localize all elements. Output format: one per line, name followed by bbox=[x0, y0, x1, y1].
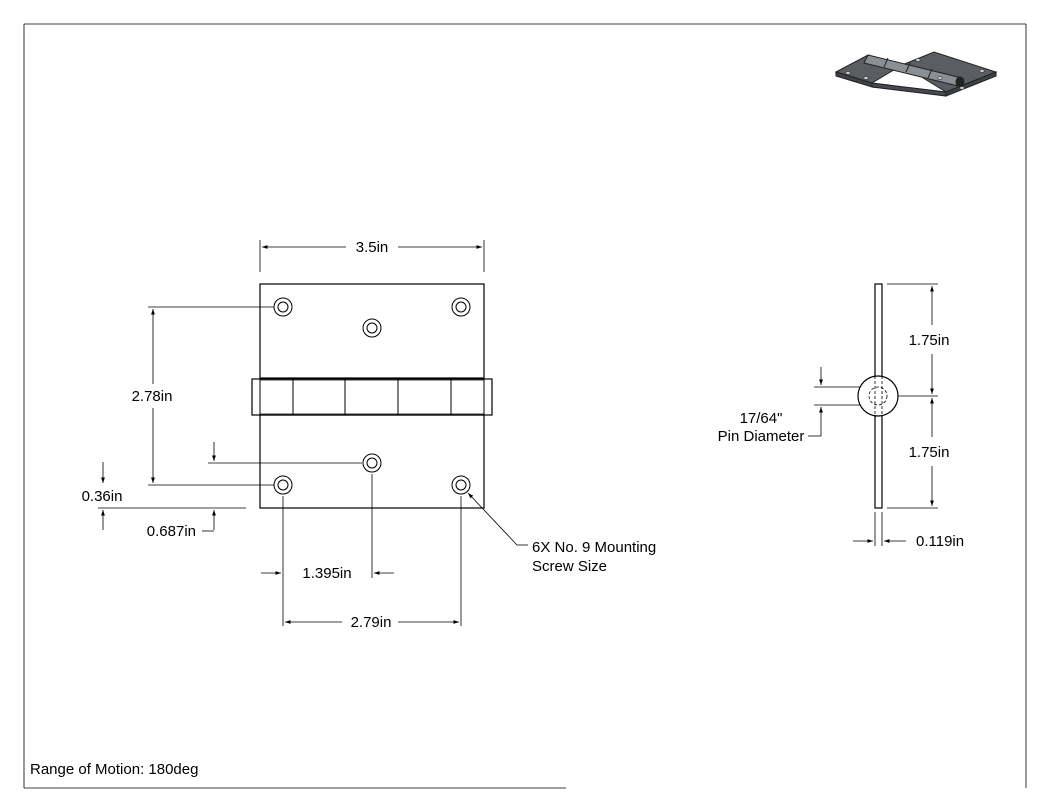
dim-leaf-height-bottom-label: 1.75in bbox=[909, 444, 950, 461]
dim-hole-span-vertical: 2.78in bbox=[132, 306, 274, 486]
dim-hole-span-horizontal-label: 2.79in bbox=[351, 614, 392, 631]
pin-knuckle bbox=[251, 378, 493, 416]
range-of-motion-note: Range of Motion: 180deg bbox=[30, 761, 199, 778]
dim-edge-offset-center-label: 0.687in bbox=[147, 523, 196, 540]
callout-screw-line2: Screw Size bbox=[532, 558, 607, 575]
callout-pin-line2: Pin Diameter bbox=[718, 428, 805, 445]
top-leaf bbox=[259, 283, 485, 379]
sheet-border bbox=[23, 23, 1027, 789]
dim-leaf-thickness: 0.119in bbox=[853, 512, 964, 550]
dim-edge-offset-small: 0.36in bbox=[82, 462, 246, 530]
dim-hole-span-horizontal: 2.79in bbox=[285, 496, 462, 631]
dim-edge-offset-small-label: 0.36in bbox=[82, 488, 123, 505]
dim-center-hole-offset-label: 1.395in bbox=[302, 565, 351, 582]
callout-screw-line1: 6X No. 9 Mounting bbox=[532, 539, 656, 556]
dim-center-hole-offset: 1.395in bbox=[261, 474, 394, 626]
dim-overall-width-label: 3.5in bbox=[356, 239, 389, 256]
dim-overall-width: 3.5in bbox=[259, 239, 485, 272]
dim-leaf-height-top-label: 1.75in bbox=[909, 332, 950, 349]
dim-edge-offset-center: 0.687in bbox=[147, 442, 362, 540]
isometric-hinge-thumbnail bbox=[834, 51, 998, 97]
callout-pin-line1: 17/64" bbox=[740, 410, 783, 427]
dim-hole-span-vertical-label: 2.78in bbox=[132, 388, 173, 405]
callout-mounting-screw: 6X No. 9 Mounting Screw Size bbox=[467, 492, 656, 575]
side-knuckle bbox=[857, 375, 899, 417]
dim-leaf-thickness-label: 0.119in bbox=[916, 533, 964, 550]
dim-leaf-heights: 1.75in 1.75in bbox=[887, 283, 950, 509]
dim-pin-diameter: 17/64" Pin Diameter bbox=[718, 367, 860, 445]
side-view bbox=[857, 283, 899, 509]
